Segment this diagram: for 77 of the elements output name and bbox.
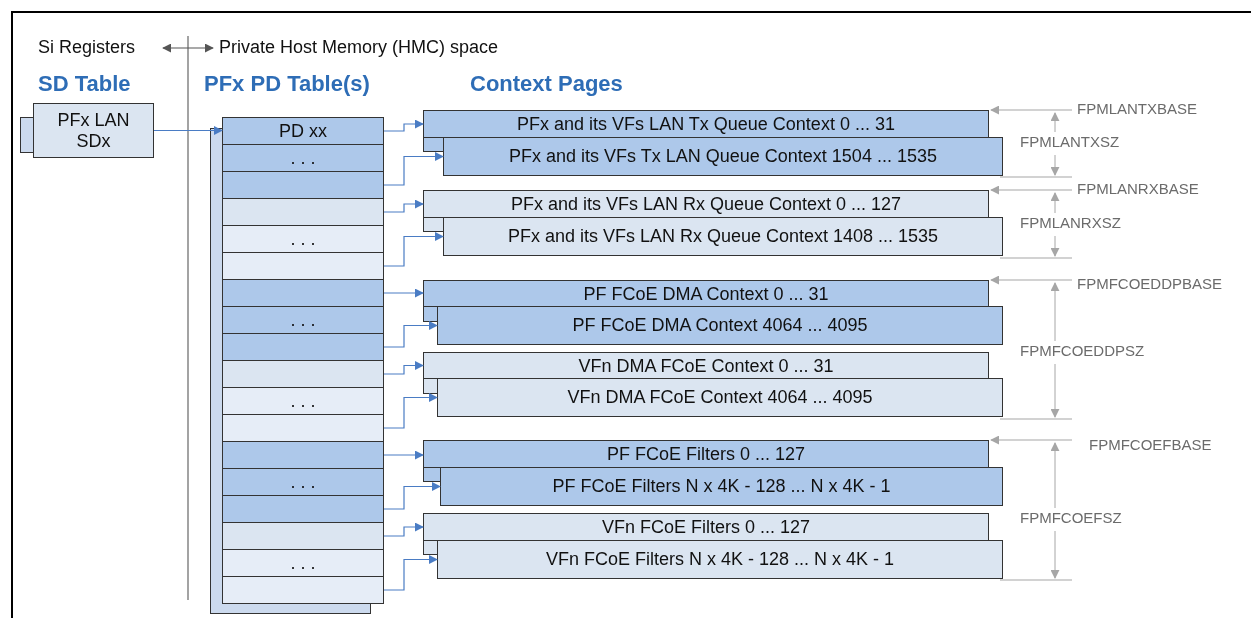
table-row bbox=[222, 225, 384, 253]
context-page-box bbox=[423, 280, 989, 307]
context-page-box bbox=[423, 110, 989, 138]
row-label: . . . bbox=[290, 309, 316, 331]
register-label: FPMFCOEFSZ bbox=[1020, 510, 1122, 527]
region-label: Si Registers bbox=[38, 38, 136, 58]
register-label: FPMLANRXBASE bbox=[1077, 181, 1199, 198]
table-row bbox=[222, 414, 384, 442]
table-row bbox=[222, 441, 384, 469]
arrow bbox=[383, 450, 424, 460]
arrow bbox=[383, 522, 424, 537]
table-row bbox=[222, 171, 384, 199]
arrow bbox=[153, 126, 223, 135]
box-label: PFx and its VFs LAN Tx Queue Context 0 ... 31 bbox=[517, 113, 895, 136]
table-entry-box bbox=[33, 103, 154, 158]
arrow bbox=[383, 393, 438, 429]
table-row bbox=[222, 468, 384, 496]
box-label: PF FCoE Filters N x 4K - 128 ... N x 4K - 1 bbox=[552, 476, 891, 497]
table-row bbox=[222, 144, 384, 172]
register-label: FPMLANTXBASE bbox=[1077, 101, 1198, 118]
box-label: PFx and its VFs LAN Rx Queue Context 1408 ... 1535 bbox=[507, 226, 939, 247]
context-page-box bbox=[437, 540, 1003, 579]
arrow bbox=[383, 321, 438, 348]
arrow bbox=[383, 232, 444, 267]
table-row bbox=[222, 387, 384, 415]
arrow bbox=[383, 119, 424, 132]
box-label: PF FCoE DMA Context 0 ... 31 bbox=[583, 282, 829, 306]
row-label: PD xx bbox=[279, 120, 327, 142]
box-label: VFn FCoE Filters N x 4K - 128 ... N x 4K - 1 bbox=[545, 549, 895, 570]
register-label: FPMFCOEDDPSZ bbox=[1020, 343, 1145, 360]
context-page-box bbox=[423, 352, 989, 379]
table-row bbox=[222, 306, 384, 334]
context-page-box bbox=[423, 440, 989, 468]
table-row bbox=[222, 279, 384, 307]
box-label: VFn DMA FCoE Context 0 ... 31 bbox=[578, 354, 834, 378]
box-label: VFn DMA FCoE Context 4064 ... 4095 bbox=[567, 387, 873, 408]
context-page-box bbox=[440, 467, 1003, 506]
box-label: PFx and its VFs Tx LAN Queue Context 1504 ... 1535 bbox=[509, 146, 937, 167]
arrow bbox=[383, 199, 424, 213]
context-page-box bbox=[437, 378, 1003, 417]
region-label: Private Host Memory (HMC) space bbox=[219, 38, 499, 58]
box-label: VFn FCoE Filters 0 ... 127 bbox=[601, 516, 811, 539]
row-label: . . . bbox=[290, 390, 316, 412]
row-label: . . . bbox=[290, 552, 316, 574]
context-page-box bbox=[443, 137, 1003, 176]
box-label: PFx LAN SDx bbox=[56, 109, 131, 152]
context-page-box bbox=[423, 190, 989, 218]
table-row bbox=[222, 549, 384, 577]
context-page-box bbox=[443, 217, 1003, 256]
row-label: . . . bbox=[290, 147, 316, 169]
arrow bbox=[383, 288, 424, 298]
row-label: . . . bbox=[290, 228, 316, 250]
table-row bbox=[222, 198, 384, 226]
table-row bbox=[222, 495, 384, 523]
box-label: PF FCoE Filters 0 ... 127 bbox=[606, 443, 806, 466]
table-row bbox=[222, 360, 384, 388]
table-row bbox=[222, 117, 384, 145]
arrow bbox=[383, 555, 438, 591]
register-label: FPMFCOEFBASE bbox=[1089, 437, 1212, 454]
box-label: PF FCoE DMA Context 4064 ... 4095 bbox=[572, 315, 868, 336]
section-heading: SD Table bbox=[38, 72, 131, 97]
table-row bbox=[222, 333, 384, 361]
register-label: FPMFCOEDDPBASE bbox=[1077, 276, 1223, 293]
section-heading: Context Pages bbox=[470, 72, 623, 97]
register-label: FPMLANRXSZ bbox=[1020, 215, 1121, 232]
arrow bbox=[383, 152, 444, 186]
arrow bbox=[383, 482, 441, 510]
context-page-box bbox=[423, 513, 989, 541]
register-label: FPMLANTXSZ bbox=[1020, 134, 1120, 151]
table-row bbox=[222, 522, 384, 550]
row-label: . . . bbox=[290, 471, 316, 493]
table-row bbox=[222, 576, 384, 604]
section-heading: PFx PD Table(s) bbox=[204, 72, 370, 97]
table-row bbox=[222, 252, 384, 280]
box-label: PFx and its VFs LAN Rx Queue Context 0 ... 127 bbox=[510, 193, 902, 216]
context-page-box bbox=[437, 306, 1003, 345]
arrow bbox=[383, 361, 424, 375]
